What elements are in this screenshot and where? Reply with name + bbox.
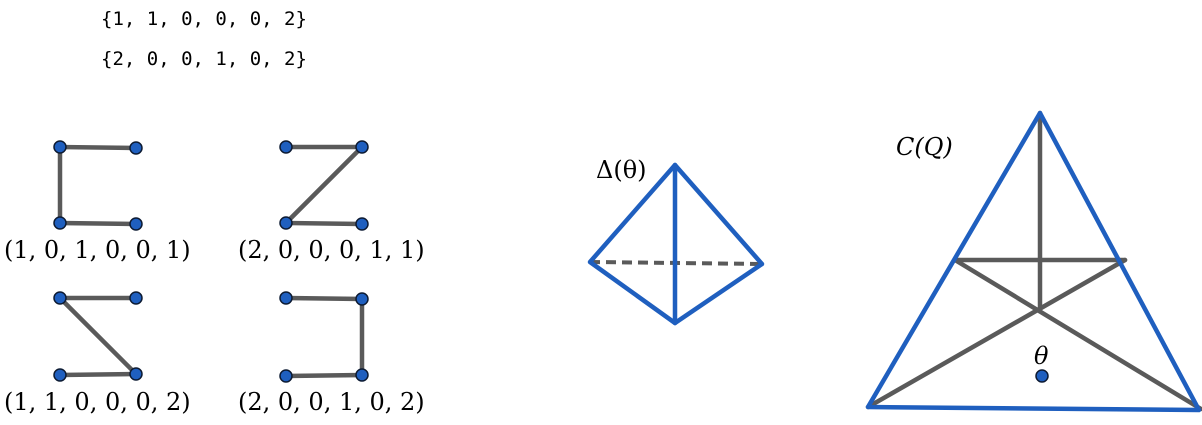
cq-diagonal-left xyxy=(952,257,1202,412)
path-graph-3-node-bottom-left xyxy=(53,368,67,382)
path-graph-1-edges xyxy=(57,144,139,227)
path-graph-1-node-bottom-right xyxy=(129,217,143,231)
theta-point xyxy=(1035,369,1049,383)
path-graph-3-node-top-left xyxy=(53,291,67,305)
path-graph-3-node-top-right xyxy=(129,291,143,305)
cq-outline xyxy=(865,110,1202,413)
path-graph-4-node-bottom-right xyxy=(355,368,369,382)
path-graph-2-node-top-left xyxy=(279,140,293,154)
cq-label: C(Q) xyxy=(896,133,953,161)
path-graph-1-label: (1, 0, 1, 0, 0, 1) xyxy=(4,236,191,264)
path-graph-4-edges xyxy=(283,295,365,379)
path-graph-2-edges xyxy=(280,144,368,227)
path-graph-4-node-bottom-left xyxy=(279,369,293,383)
code-line-1: {1, 1, 0, 0, 0, 2} xyxy=(101,8,307,30)
path-graph-3-label: (1, 1, 0, 0, 0, 2) xyxy=(4,388,191,416)
cq-diagonal-right xyxy=(865,257,1128,410)
tetrahedron: Δ(θ) xyxy=(587,156,765,326)
path-graph-4-label: (2, 0, 0, 1, 0, 2) xyxy=(238,388,425,416)
path-graph-4: (2, 0, 0, 1, 0, 2) xyxy=(238,291,425,416)
path-graph-2: (2, 0, 0, 0, 1, 1) xyxy=(238,140,425,264)
path-graph-3-node-bottom-right xyxy=(129,367,143,381)
path-graph-1: (1, 0, 1, 0, 0, 1) xyxy=(4,140,191,264)
path-graph-3: (1, 1, 0, 0, 0, 2) xyxy=(4,291,191,416)
path-graph-2-node-top-right xyxy=(355,140,369,154)
path-graph-1-node-bottom-left xyxy=(53,216,67,230)
path-graph-1-node-top-left xyxy=(53,140,67,154)
path-graph-2-label: (2, 0, 0, 0, 1, 1) xyxy=(238,236,425,264)
path-graph-4-node-top-left xyxy=(279,291,293,305)
tetrahedron-label: Δ(θ) xyxy=(596,156,647,184)
path-graph-2-node-bottom-left xyxy=(279,216,293,230)
path-graph-4-node-top-right xyxy=(355,292,369,306)
path-graph-1-node-top-right xyxy=(129,141,143,155)
path-graph-3-edges xyxy=(54,295,142,378)
theta-label: θ xyxy=(1034,342,1049,370)
path-graph-2-node-bottom-right xyxy=(355,217,369,231)
cq-triangle: C(Q) θ xyxy=(865,110,1202,413)
code-line-2: {2, 0, 0, 1, 0, 2} xyxy=(101,48,307,70)
